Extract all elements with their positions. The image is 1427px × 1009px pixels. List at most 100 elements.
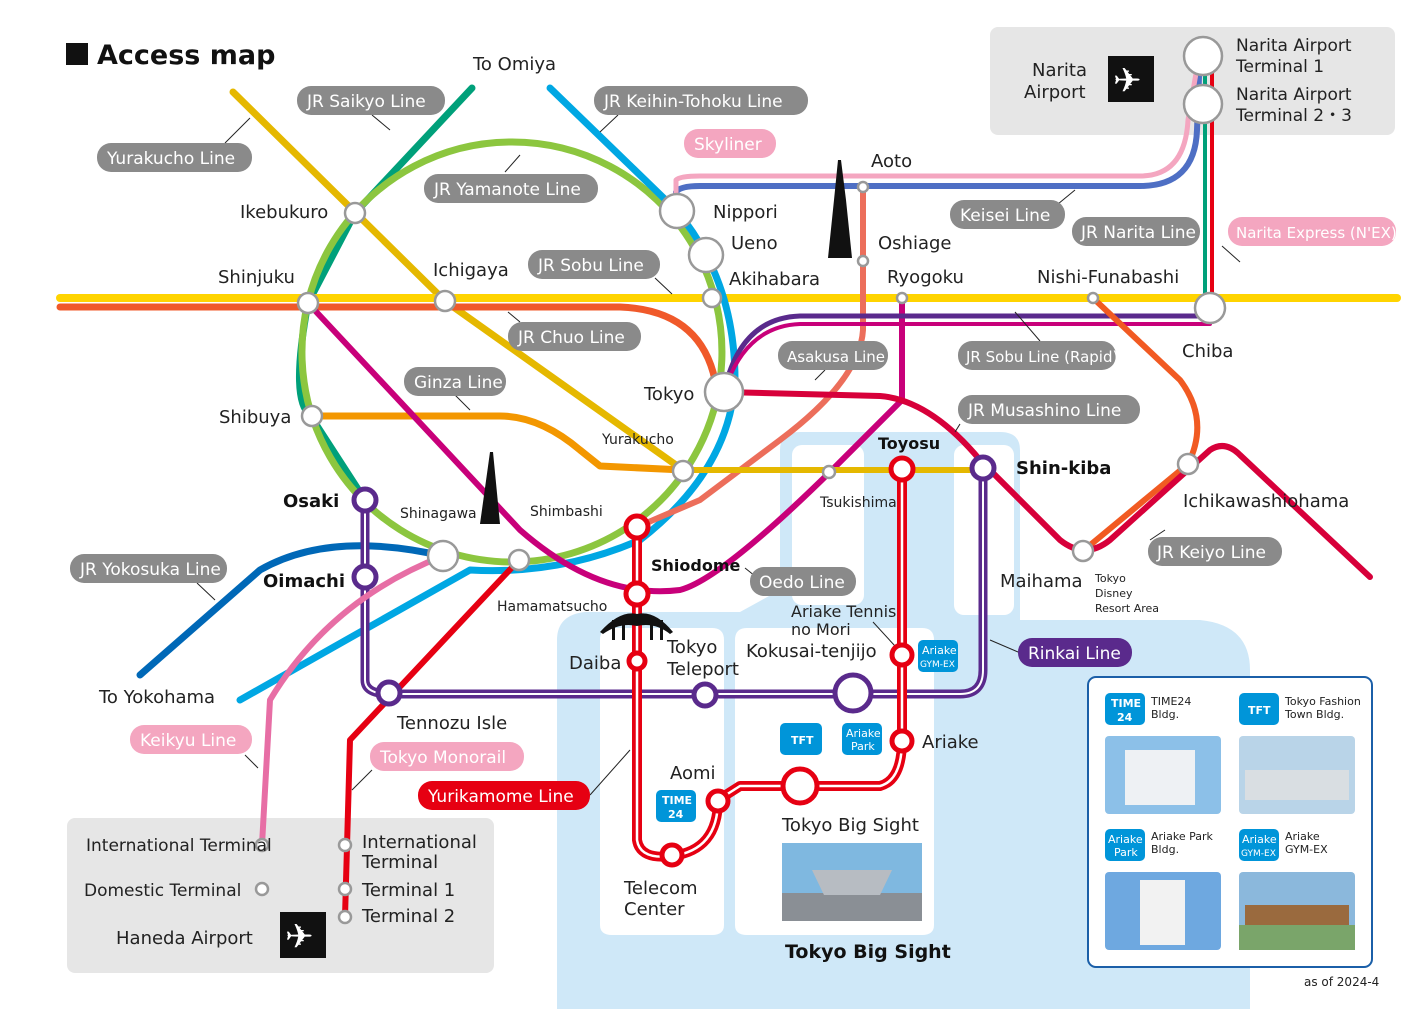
line-label-narita: JR Narita Line: [1072, 217, 1200, 246]
svg-text:Tokyo Fashion: Tokyo Fashion: [1284, 695, 1361, 708]
line-asakusa: [634, 187, 866, 530]
label-kokusai-tenjijo: Kokusai-tenjijo: [746, 641, 877, 662]
svg-text:JR Keihin-Tohoku Line: JR Keihin-Tohoku Line: [603, 92, 783, 112]
line-keikyu: [259, 553, 446, 848]
svg-text:Rinkai Line: Rinkai Line: [1028, 644, 1121, 664]
svg-text:Ariake: Ariake: [1285, 830, 1320, 843]
haneda-terminal-1: Terminal 1: [361, 880, 455, 901]
label-oshiage: Oshiage: [878, 233, 952, 254]
label-nishi-funabashi: Nishi-Funabashi: [1037, 267, 1179, 288]
tokyo-tower-icon: [480, 452, 500, 524]
line-keihin-tohoku: [236, 84, 739, 704]
label-shin-kiba: Shin-kiba: [1016, 458, 1111, 479]
svg-text:JR Yamanote Line: JR Yamanote Line: [433, 180, 581, 200]
svg-text:JR Narita Line: JR Narita Line: [1080, 223, 1196, 243]
label-ryogoku: Ryogoku: [887, 267, 964, 288]
line-label-keihin-tohoku: JR Keihin-Tohoku Line: [594, 86, 808, 115]
station-nodes: [254, 35, 1227, 925]
tag-tft: TFT: [780, 723, 822, 755]
svg-text:GYM-EX: GYM-EX: [1285, 843, 1328, 856]
photo-ariake-park: [1105, 872, 1221, 950]
rainbow-bridge-icon: [600, 613, 673, 640]
line-label-skyliner: Skyliner: [684, 129, 776, 158]
line-oedo: [305, 297, 905, 595]
tokyo-skytree-icon: [828, 160, 852, 258]
line-label-yokosuka: JR Yokosuka Line: [70, 554, 227, 583]
label-chiba: Chiba: [1182, 341, 1233, 362]
label-hamamatsucho: Hamamatsucho: [497, 599, 607, 615]
svg-text:Skyliner: Skyliner: [694, 135, 762, 155]
narita-t23-2: Terminal 2・3: [1235, 106, 1352, 126]
label-disney-1: Tokyo: [1094, 572, 1126, 585]
line-label-ginza: Ginza Line: [404, 367, 506, 396]
photo-ariake-gymex: [1239, 872, 1355, 950]
line-ginza: [308, 412, 687, 474]
svg-text:TIME: TIME: [1111, 697, 1141, 710]
photo-time24: [1105, 736, 1221, 814]
label-shimbashi: Shimbashi: [530, 504, 603, 520]
as-of-date: as of 2024-4: [1304, 975, 1379, 989]
line-label-yurakucho: Yurakucho Line: [97, 143, 252, 172]
label-aomi: Aomi: [670, 763, 716, 784]
line-keisei: [673, 47, 1203, 213]
haneda-name: Haneda Airport: [116, 928, 253, 949]
svg-text:TFT: TFT: [791, 734, 814, 747]
svg-text:Ariake: Ariake: [1242, 833, 1277, 846]
svg-text:Ariake: Ariake: [922, 644, 957, 657]
line-skyliner: [673, 47, 1203, 203]
venue-title: Tokyo Big Sight: [785, 941, 951, 963]
svg-text:Oedo Line: Oedo Line: [759, 573, 845, 593]
label-ueno: Ueno: [731, 233, 778, 254]
label-oimachi: Oimachi: [263, 571, 345, 592]
svg-text:JR Keiyo Line: JR Keiyo Line: [1156, 543, 1266, 563]
svg-text:JR Chuo Line: JR Chuo Line: [517, 328, 625, 348]
svg-text:Park: Park: [851, 740, 875, 753]
title-square-icon: [66, 43, 88, 65]
label-disney-2: Disney: [1095, 587, 1133, 600]
label-ariake-tennis-2: no Mori: [791, 620, 851, 639]
label-disney-3: Resort Area: [1095, 602, 1159, 615]
svg-text:✈: ✈: [285, 917, 314, 957]
line-label-rinkai: Rinkai Line: [1018, 638, 1132, 667]
svg-text:Ariake: Ariake: [1108, 833, 1143, 846]
line-label-saikyo: JR Saikyo Line: [297, 86, 445, 115]
svg-text:Park: Park: [1114, 846, 1138, 859]
svg-text:JR Saikyo Line: JR Saikyo Line: [306, 92, 426, 112]
narita-name-1: Narita: [1032, 60, 1087, 81]
label-shinjuku: Shinjuku: [218, 267, 295, 288]
label-tennozu-isle: Tennozu Isle: [396, 713, 507, 734]
label-toyosu: Toyosu: [878, 434, 940, 453]
line-yokosuka: [136, 542, 447, 679]
haneda-terminal-2: Terminal 2: [361, 906, 455, 927]
narita-t1-1: Narita Airport: [1236, 36, 1352, 56]
page-title: Access map: [97, 40, 275, 71]
haneda-intl-right-2: Terminal: [361, 852, 438, 873]
line-monorail: [342, 557, 522, 920]
svg-text:GYM-EX: GYM-EX: [1241, 849, 1276, 859]
label-leaders: [196, 114, 1241, 796]
label-tokyo: Tokyo: [643, 384, 694, 405]
narita-t1-2: Terminal 1: [1235, 57, 1324, 77]
label-ichigaya: Ichigaya: [433, 260, 509, 281]
svg-text:JR Yokosuka Line: JR Yokosuka Line: [79, 560, 221, 580]
label-nippori: Nippori: [713, 202, 778, 223]
label-yurakucho: Yurakucho: [601, 432, 674, 448]
svg-text:TIME: TIME: [662, 794, 692, 807]
svg-text:Bldg.: Bldg.: [1151, 843, 1179, 856]
svg-text:Narita Express (N'EX): Narita Express (N'EX): [1236, 224, 1397, 242]
line-label-yamanote: JR Yamanote Line: [424, 174, 598, 203]
line-label-keikyu: Keikyu Line: [130, 725, 252, 754]
svg-text:JR Sobu Line (Rapid): JR Sobu Line (Rapid): [965, 348, 1118, 366]
label-daiba: Daiba: [569, 653, 621, 674]
photo-tft: [1239, 736, 1355, 814]
svg-text:Ariake: Ariake: [846, 727, 881, 740]
haneda-intl-right-1: International: [362, 832, 477, 853]
line-label-keisei: Keisei Line: [950, 200, 1065, 229]
svg-text:JR Sobu Line: JR Sobu Line: [537, 256, 644, 276]
line-label-musashino: JR Musashino Line: [958, 395, 1140, 424]
label-akihabara: Akihabara: [729, 269, 820, 290]
